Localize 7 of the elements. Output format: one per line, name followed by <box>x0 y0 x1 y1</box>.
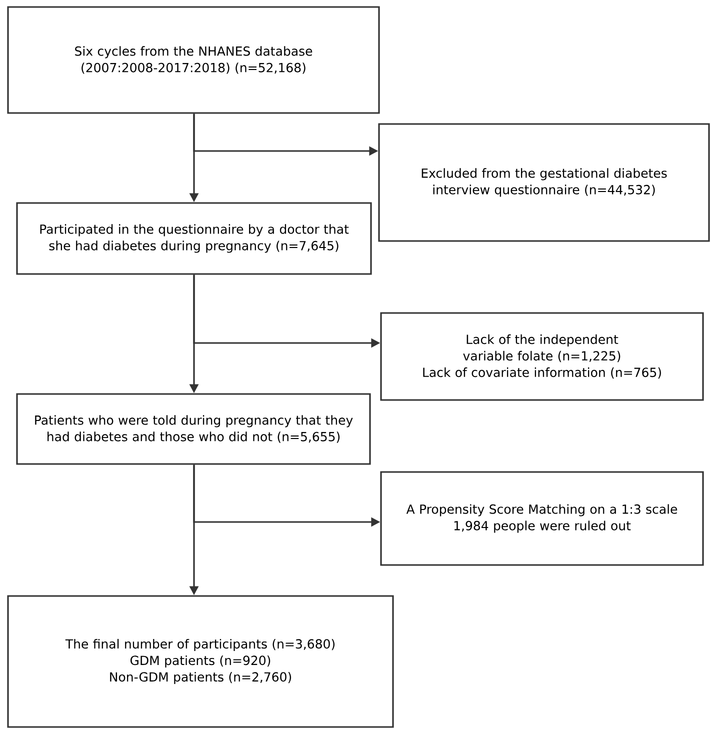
process-box: Patients who were told during pregnancy that they had diabetes and those who did not (n=5,655) <box>16 393 371 465</box>
process-box: The final number of participants (n=3,680) GDM patients (n=920) Non-GDM patients (n=2,760) <box>7 595 394 728</box>
process-box: Lack of the independent variable folate (n=1,225) Lack of covariate information (n=765) <box>380 312 704 401</box>
process-box: Excluded from the gestational diabetes interview questionnaire (n=44,532) <box>378 123 710 242</box>
process-box: A Propensity Score Matching on a 1:3 scale 1,984 people were ruled out <box>380 471 704 566</box>
process-box: Six cycles from the NHANES database (2007:2008-2017:2018) (n=52,168) <box>7 6 380 114</box>
process-box: Participated in the questionnaire by a doctor that she had diabetes during pregnancy (n=7,645) <box>16 202 372 275</box>
